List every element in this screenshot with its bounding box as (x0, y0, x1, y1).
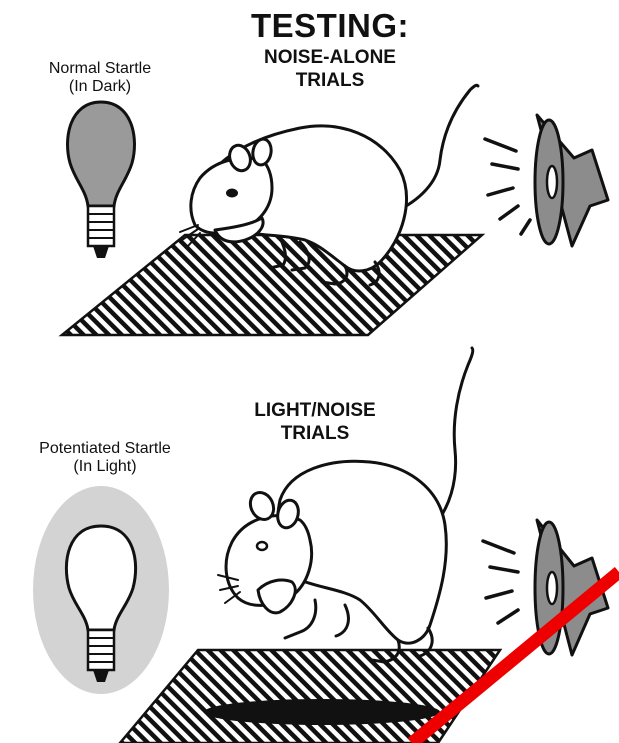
top-trial-label-line2: TRIALS (205, 70, 455, 91)
speaker-icon (485, 115, 608, 246)
light-bulb-icon (68, 102, 135, 258)
rat-icon (218, 348, 473, 662)
top-trial-label-line1: NOISE-ALONE (205, 47, 455, 68)
bottom-bulb-caption-line2: (In Light) (0, 458, 210, 476)
grid-floor-bottom (120, 650, 500, 743)
top-bulb-caption-line1: Normal Startle (10, 60, 190, 78)
top-bulb-caption-line2: (In Dark) (10, 78, 190, 96)
heading-testing: TESTING: (205, 8, 455, 45)
rat-shadow (204, 699, 440, 725)
top-panel (62, 85, 608, 335)
grid-floor-top (62, 235, 482, 335)
bottom-bulb-caption-line1: Potentiated Startle (0, 440, 210, 458)
bottom-trial-label-line1: LIGHT/NOISE (200, 400, 430, 421)
bottom-trial-label-line2: TRIALS (200, 423, 430, 444)
